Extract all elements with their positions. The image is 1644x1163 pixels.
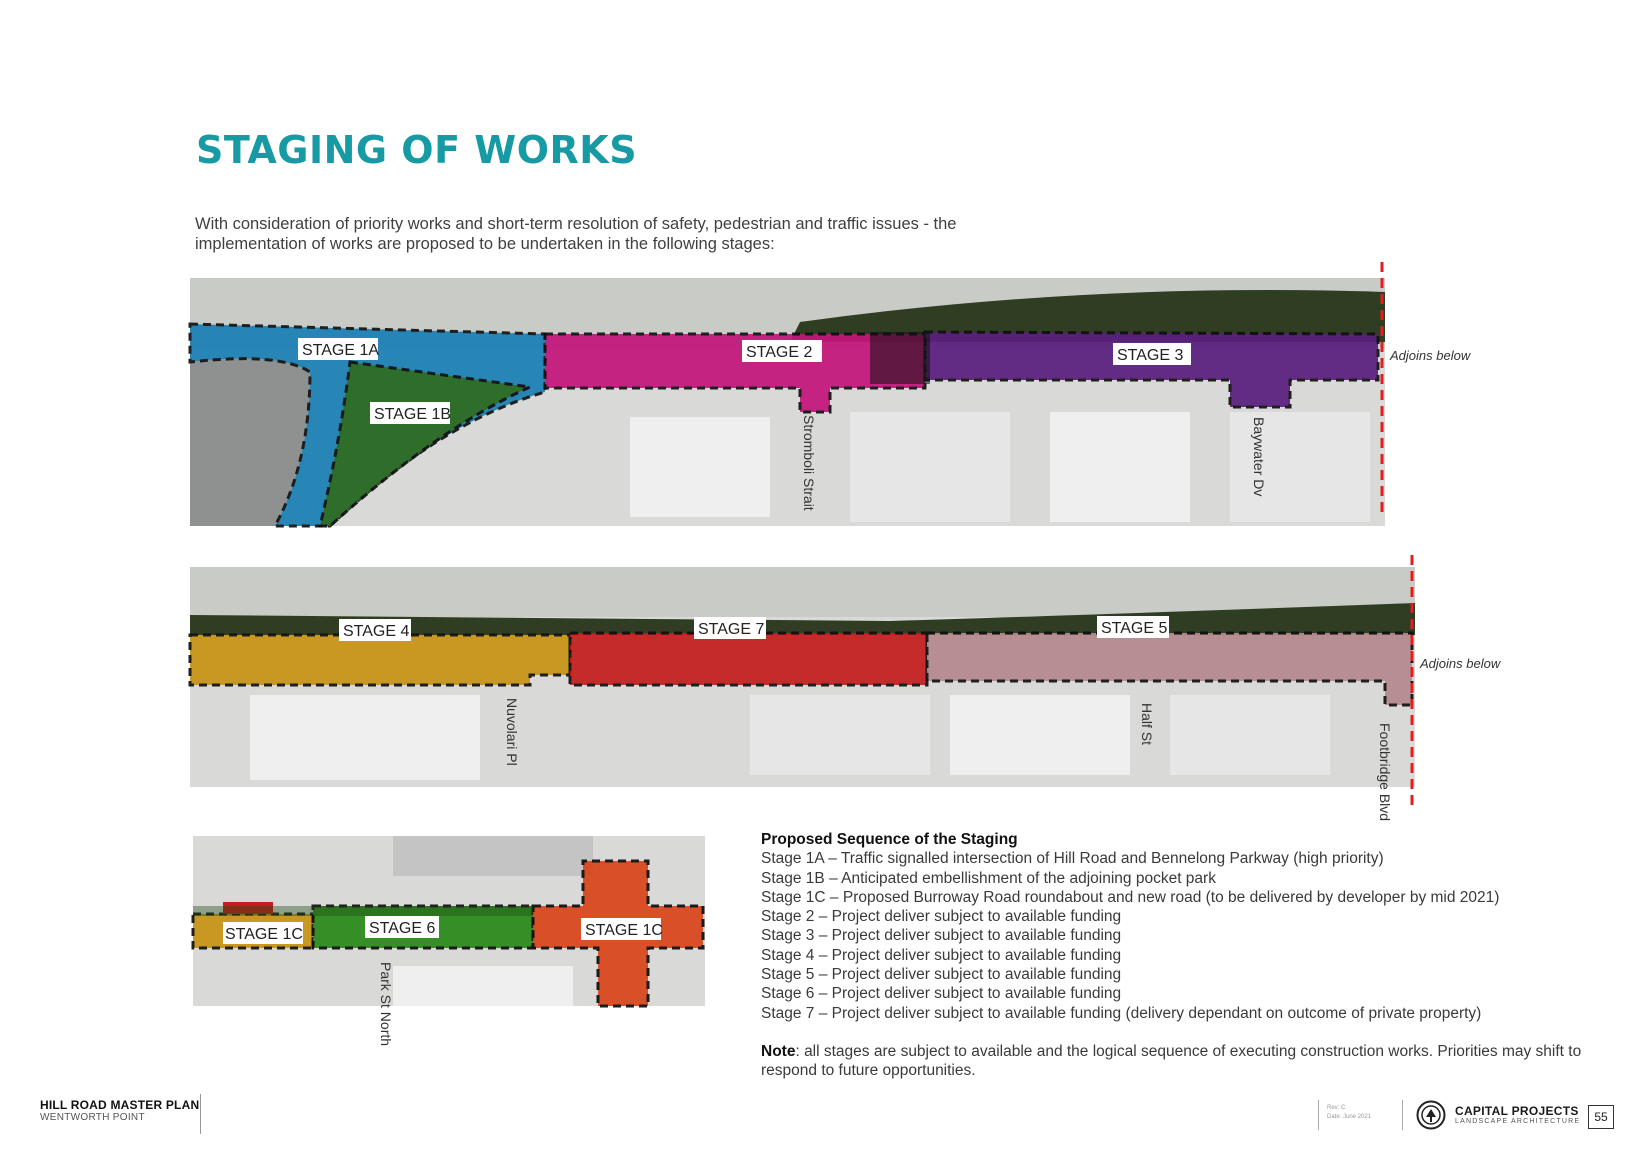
map-middle: STAGE 4 STAGE 7 STAGE 5 Nuvolari Pl Half… bbox=[188, 555, 1502, 821]
list-item: Stage 6 – Project deliver subject to ava… bbox=[761, 985, 1122, 1003]
list-item: Stage 5 – Project deliver subject to ava… bbox=[761, 966, 1122, 984]
list-item: Stage 4 – Project deliver subject to ava… bbox=[761, 946, 1122, 964]
stage-5-label: STAGE 5 bbox=[1101, 620, 1167, 637]
revision-info: Rev: C Date: June 2021 bbox=[1327, 1104, 1371, 1122]
stage-3-area bbox=[923, 330, 1380, 409]
map-bottom-svg: STAGE 1C STAGE 6 STAGE 1C Park St North bbox=[191, 836, 705, 1046]
stage-label-bg bbox=[1097, 616, 1169, 638]
map-middle-svg: STAGE 4 STAGE 7 STAGE 5 Nuvolari Pl Half… bbox=[188, 555, 1502, 821]
aerial-trees bbox=[190, 567, 1415, 617]
sequence-heading: Proposed Sequence of the Staging bbox=[761, 831, 1018, 848]
page-number: 55 bbox=[1588, 1105, 1614, 1129]
building-block bbox=[393, 836, 593, 876]
stage-5-area bbox=[925, 631, 1414, 707]
building-block bbox=[250, 695, 480, 780]
footer-project: HILL ROAD MASTER PLAN WENTWORTH POINT bbox=[40, 1098, 199, 1123]
street-label: Stromboli Strait bbox=[801, 415, 817, 511]
street-label: Baywater Dv bbox=[1251, 417, 1267, 496]
building-block bbox=[1170, 695, 1330, 775]
stage-7-area bbox=[568, 631, 929, 687]
revision-label: Rev: C bbox=[1327, 1105, 1346, 1111]
footer-divider bbox=[1402, 1100, 1403, 1130]
stage-label-bg bbox=[370, 402, 450, 424]
list-item: Stage 3 – Project deliver subject to ava… bbox=[761, 927, 1122, 945]
road-shadow bbox=[193, 906, 533, 916]
brand-subtitle: LANDSCAPE ARCHITECTURE bbox=[1455, 1118, 1581, 1125]
map-top: STAGE 1A STAGE 1B STAGE 2 STAGE 3 Stromb… bbox=[188, 262, 1472, 532]
building-block bbox=[1050, 412, 1190, 522]
list-item: Stage 1C – Proposed Burroway Road rounda… bbox=[761, 888, 1500, 906]
building-block bbox=[393, 966, 573, 1006]
stage-label-bg bbox=[223, 922, 303, 944]
footer-subtitle: WENTWORTH POINT bbox=[40, 1112, 145, 1123]
intersection-shadow bbox=[870, 332, 930, 384]
stage-4-area bbox=[188, 633, 572, 687]
list-item: Stage 7 – Project deliver subject to ava… bbox=[761, 1004, 1482, 1022]
stage-label-bg bbox=[581, 918, 661, 940]
page-title: STAGING OF WORKS bbox=[196, 128, 638, 172]
stage-label-bg bbox=[298, 338, 378, 360]
list-item: Stage 2 – Project deliver subject to ava… bbox=[761, 908, 1122, 926]
adjoins-below-label: Adjoins below bbox=[1389, 348, 1472, 363]
stage-2-label: STAGE 2 bbox=[746, 344, 812, 361]
brand-name: CAPITAL PROJECTS bbox=[1455, 1104, 1579, 1118]
stage-4-label: STAGE 4 bbox=[343, 623, 409, 640]
building-block bbox=[950, 695, 1130, 775]
street-label: Nuvolari Pl bbox=[504, 698, 520, 766]
building-block bbox=[750, 695, 930, 775]
footer-title: HILL ROAD MASTER PLAN bbox=[40, 1098, 200, 1112]
stage-6-label: STAGE 6 bbox=[369, 920, 435, 937]
staging-sequence: Proposed Sequence of the Staging Stage 1… bbox=[761, 830, 1601, 1023]
stage-1c-area-west-cap bbox=[223, 902, 273, 914]
stage-1a-label: STAGE 1A bbox=[302, 342, 379, 359]
map-top-svg: STAGE 1A STAGE 1B STAGE 2 STAGE 3 Stromb… bbox=[188, 262, 1472, 528]
note-paragraph: Note: all stages are subject to availabl… bbox=[761, 1042, 1591, 1081]
stage-label-bg bbox=[742, 340, 822, 362]
building-block bbox=[850, 412, 1010, 522]
sequence-list: Stage 1A – Traffic signalled intersectio… bbox=[761, 849, 1601, 1023]
street-label: Half St bbox=[1139, 703, 1155, 745]
stage-1c-west-label: STAGE 1C bbox=[225, 926, 303, 943]
stage-1c-east-label: STAGE 1C bbox=[585, 922, 663, 939]
stage-3-label: STAGE 3 bbox=[1117, 347, 1183, 364]
capital-projects-logo-icon bbox=[1416, 1100, 1446, 1130]
building-block bbox=[630, 417, 770, 517]
stage-7-label: STAGE 7 bbox=[698, 621, 764, 638]
note-label: Note bbox=[761, 1043, 796, 1060]
stage-label-bg bbox=[694, 617, 766, 639]
stage-label-bg bbox=[365, 916, 439, 938]
footer-divider bbox=[1318, 1100, 1319, 1130]
map-bottom: STAGE 1C STAGE 6 STAGE 1C Park St North bbox=[191, 836, 713, 1066]
adjoins-below-label: Adjoins below bbox=[1419, 656, 1502, 671]
water-area bbox=[190, 358, 310, 526]
brand-block: CAPITAL PROJECTS LANDSCAPE ARCHITECTURE bbox=[1455, 1104, 1580, 1125]
street-label: Park St North bbox=[378, 962, 394, 1046]
date-label: Date: June 2021 bbox=[1327, 1114, 1372, 1120]
stage-label-bg bbox=[1113, 343, 1191, 365]
building-block bbox=[1230, 412, 1370, 522]
note-text: : all stages are subject to available an… bbox=[761, 1043, 1582, 1080]
grass-verge bbox=[790, 290, 1385, 342]
street-label: Footbridge Blvd bbox=[1377, 723, 1393, 821]
intro-paragraph: With consideration of priority works and… bbox=[195, 215, 957, 253]
footer-divider bbox=[200, 1094, 201, 1134]
stage-1b-label: STAGE 1B bbox=[374, 406, 451, 423]
list-item: Stage 1A – Traffic signalled intersectio… bbox=[761, 850, 1384, 868]
stage-label-bg bbox=[339, 619, 411, 641]
list-item: Stage 1B – Anticipated embellishment of … bbox=[761, 869, 1216, 887]
